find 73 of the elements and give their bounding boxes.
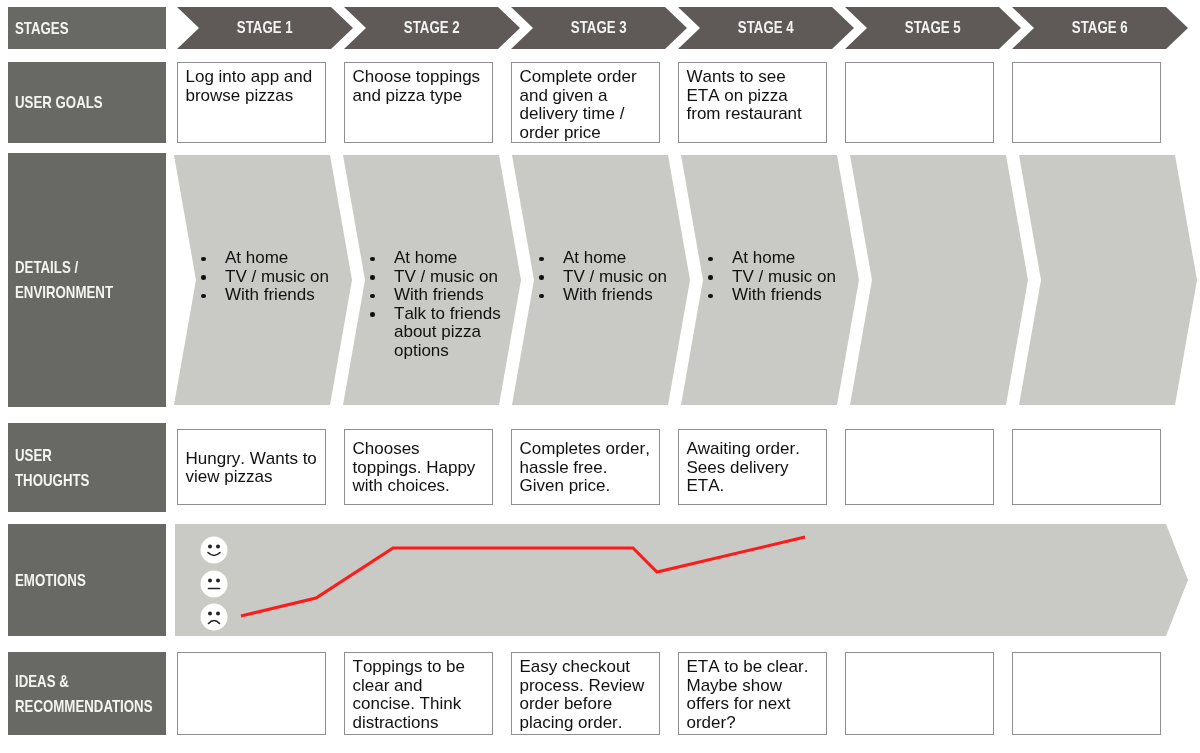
bullet-item: With friends (708, 286, 850, 305)
context-panel (512, 155, 690, 405)
goal-box (344, 62, 493, 143)
row-title: IDEAS & RECOMMENDATIONS (15, 670, 154, 718)
goal-text: Complete order and given a delivery time / order price (519, 68, 638, 142)
goal-text: Wants to see ETA on pizza from restaurant (686, 68, 803, 124)
context-panel (850, 155, 1028, 405)
row-header (8, 652, 166, 735)
idea-box (1012, 652, 1161, 735)
bullet-item: At home (370, 249, 512, 268)
stage-banner (1012, 7, 1188, 49)
idea-text: ETA to be clear. Maybe show offers for next order? (686, 658, 810, 732)
thought-text: Completes order, hassle free. Given price. (519, 440, 651, 496)
bullet-item: At home (708, 249, 850, 268)
thought-box (678, 429, 827, 505)
stage-title: STAGE 2 (404, 17, 460, 39)
stage-title: STAGE 5 (905, 17, 961, 39)
idea-box (177, 652, 326, 735)
bullet-item: TV / music on (201, 267, 343, 286)
stage-title: STAGE 4 (738, 17, 794, 39)
idea-box (678, 652, 827, 735)
idea-box (511, 652, 660, 735)
context-panel (681, 155, 859, 405)
goal-box (177, 62, 326, 143)
goal-box (1012, 62, 1161, 143)
bullet-item: With friends (201, 286, 343, 305)
stage-title: STAGE 3 (571, 17, 627, 39)
thought-box (344, 429, 493, 505)
thought-text: Chooses toppings. Happy with choices. (352, 440, 477, 496)
bullet-item: TV / music on (708, 267, 850, 286)
bullet-item: With friends (370, 286, 512, 305)
stage-banner (344, 7, 520, 49)
thought-text: Hungry. Wants to view pizzas (185, 449, 318, 487)
bullet-item: With friends (539, 286, 681, 305)
stage-banner (678, 7, 854, 49)
stage-title: STAGE 1 (237, 17, 293, 39)
idea-box (845, 652, 994, 735)
goal-box (845, 62, 994, 143)
row-header (8, 7, 166, 49)
bullet-item: At home (539, 249, 681, 268)
idea-text: Toppings to be clear and concise. Think distractions (352, 658, 466, 732)
goal-text: Log into app and browse pizzas (185, 68, 314, 105)
bullet-item: TV / music on (370, 267, 512, 286)
goal-text: Choose toppings and pizza type (352, 68, 482, 105)
goal-box (511, 62, 660, 143)
row-header (8, 423, 166, 512)
emotion-band (175, 524, 1188, 636)
stage-banner (845, 7, 1021, 49)
row-header (8, 62, 166, 143)
bullet-item: Talk to friends about pizza options (370, 304, 512, 360)
thought-text: Awaiting order. Sees delivery ETA. (686, 440, 801, 496)
thought-box (511, 429, 660, 505)
thought-box (845, 429, 994, 505)
row-header (8, 524, 166, 636)
goal-box (678, 62, 827, 143)
context-panel (174, 155, 352, 405)
row-header (8, 153, 166, 407)
context-panel (343, 155, 521, 405)
row-title: DETAILS / ENVIRONMENT (15, 257, 114, 304)
bullet-item: At home (201, 249, 343, 268)
stage-banner (511, 7, 687, 49)
stage-title: STAGE 6 (1072, 17, 1128, 39)
row-title: STAGES (15, 17, 69, 40)
thought-box (1012, 429, 1161, 505)
stage-banner (177, 7, 353, 49)
idea-box (344, 652, 493, 735)
bullet-item: TV / music on (539, 267, 681, 286)
thought-box (177, 429, 326, 505)
row-title: EMOTIONS (15, 569, 86, 592)
context-panel (1019, 155, 1197, 405)
idea-text: Easy checkout process. Review order before placing order. (519, 658, 646, 732)
row-title: USER THOUGHTS (15, 444, 91, 492)
row-title: USER GOALS (15, 92, 103, 114)
